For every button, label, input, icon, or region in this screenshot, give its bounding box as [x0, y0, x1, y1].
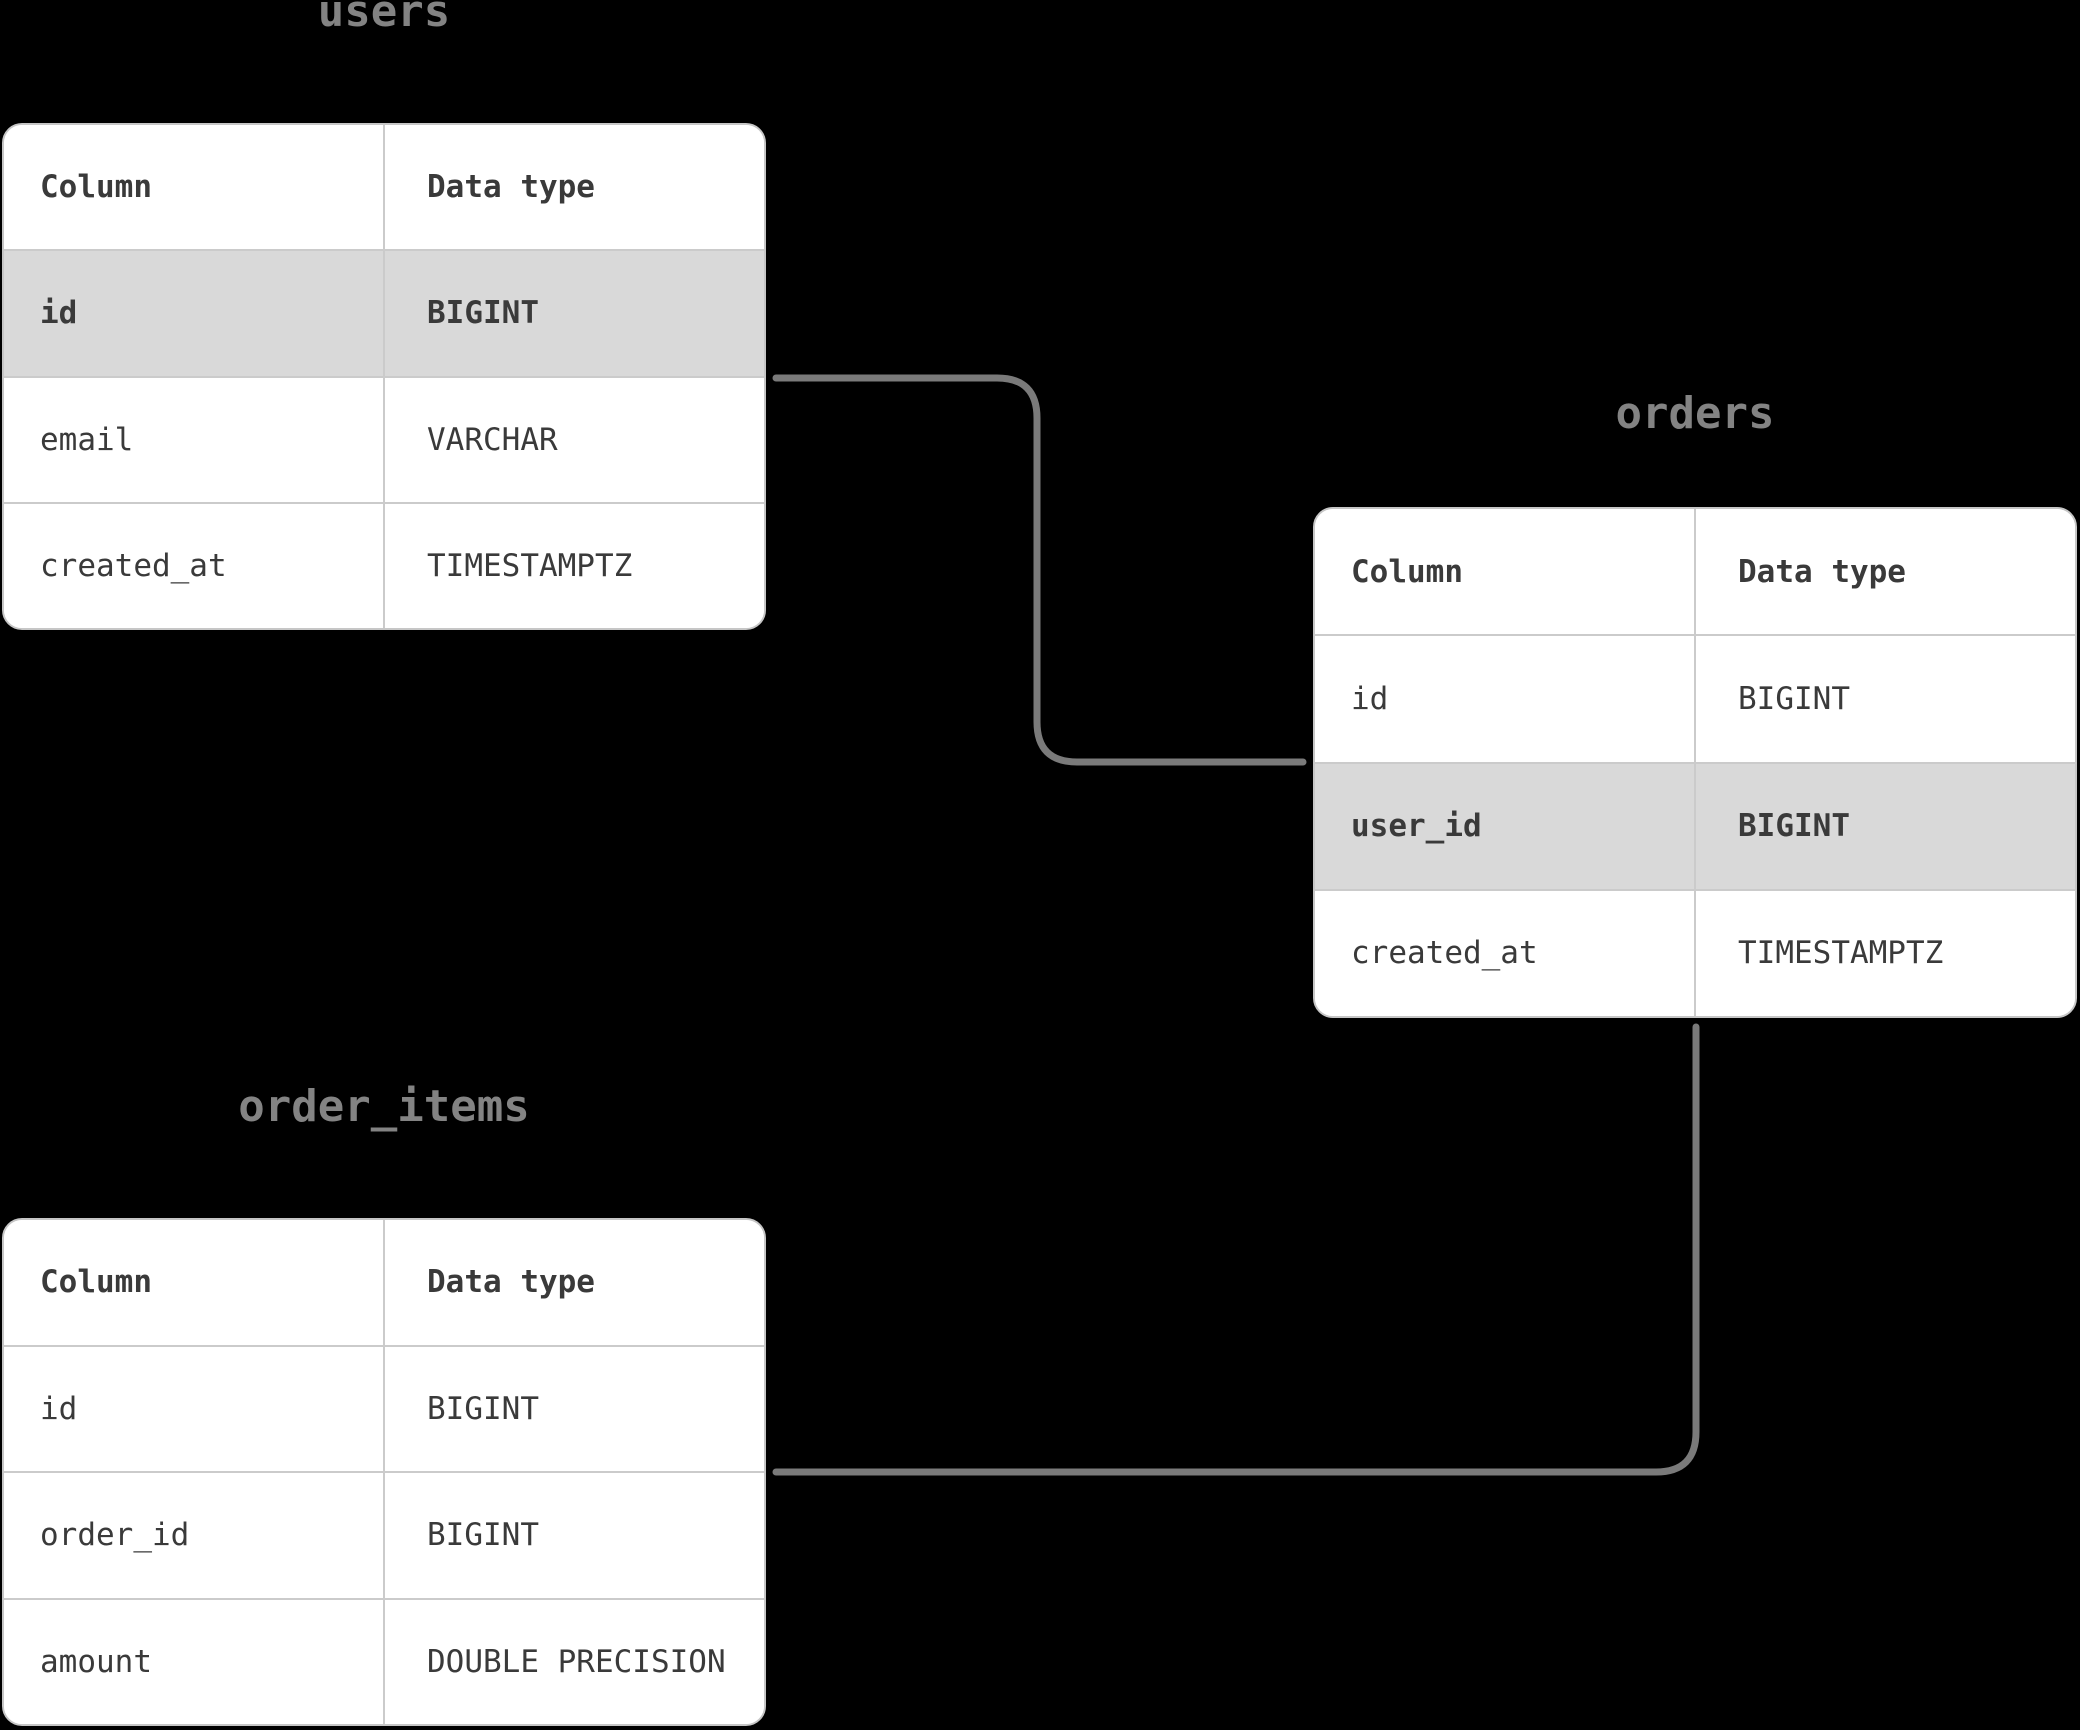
- table-title-orders: orders: [1615, 388, 1775, 439]
- table-row: email VARCHAR: [4, 375, 764, 502]
- connector-orders-to-order-items-order-id: [772, 1023, 1700, 1476]
- connector-users-id-to-orders-user-id: [772, 374, 1307, 766]
- column-name-cell: amount: [4, 1599, 385, 1724]
- table-card-orders: Column Data type id BIGINT user_id BIGIN…: [1313, 507, 2077, 1018]
- column-header-cell: Column: [4, 125, 385, 250]
- table-row: created_at TIMESTAMPTZ: [1315, 888, 2075, 1016]
- table-row: order_id BIGINT: [4, 1471, 764, 1598]
- data-type-header-cell: Data type: [427, 169, 595, 206]
- table-title-users: users: [317, 0, 451, 37]
- data-type-cell: BIGINT: [1738, 680, 1850, 717]
- data-type-header-cell: Data type: [427, 1264, 595, 1301]
- header-row: Column Data type: [1315, 509, 2075, 635]
- column-name-cell: order_id: [4, 1473, 385, 1598]
- column-name-cell: created_at: [1315, 890, 1696, 1016]
- column-name-cell: id: [1315, 636, 1696, 762]
- table-row: id BIGINT: [4, 249, 764, 376]
- data-type-header-cell: Data type: [1738, 553, 1906, 590]
- data-type-cell: BIGINT: [427, 1517, 539, 1554]
- data-type-cell: VARCHAR: [427, 421, 558, 458]
- data-type-cell: TIMESTAMPTZ: [427, 547, 633, 584]
- table-row: created_at TIMESTAMPTZ: [4, 501, 764, 628]
- column-name-cell: id: [4, 251, 385, 376]
- data-type-cell: BIGINT: [427, 1390, 539, 1427]
- column-name-cell: id: [4, 1346, 385, 1471]
- data-type-cell: DOUBLE PRECISION: [427, 1643, 726, 1680]
- table-row: user_id BIGINT: [1315, 761, 2075, 889]
- header-row: Column Data type: [4, 1220, 764, 1345]
- table-card-order-items: Column Data type id BIGINT order_id BIGI…: [2, 1218, 766, 1726]
- table-title-order-items: order_items: [238, 1081, 530, 1132]
- table-row: id BIGINT: [4, 1344, 764, 1471]
- data-type-cell: BIGINT: [427, 295, 539, 332]
- table-row: amount DOUBLE PRECISION: [4, 1597, 764, 1724]
- table-card-users: Column Data type id BIGINT email VARCHAR…: [2, 123, 766, 630]
- table-row: id BIGINT: [1315, 634, 2075, 762]
- column-name-cell: email: [4, 377, 385, 502]
- data-type-cell: TIMESTAMPTZ: [1738, 935, 1944, 972]
- column-header-cell: Column: [1315, 509, 1696, 635]
- column-header-cell: Column: [4, 1220, 385, 1345]
- header-row: Column Data type: [4, 125, 764, 250]
- column-name-cell: user_id: [1315, 763, 1696, 889]
- column-name-cell: created_at: [4, 503, 385, 628]
- data-type-cell: BIGINT: [1738, 808, 1850, 845]
